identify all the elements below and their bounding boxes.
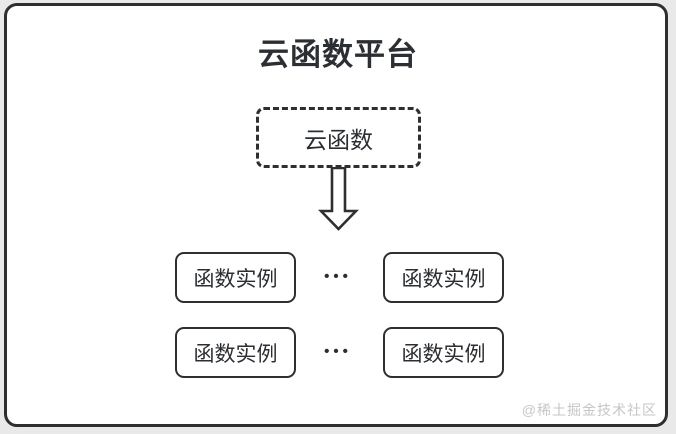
ellipsis-dots: ••• (324, 343, 352, 360)
cloud-function-label: 云函数 (304, 126, 373, 153)
function-instance-node: 函数实例 (383, 327, 504, 378)
function-instance-label: 函数实例 (401, 342, 486, 366)
ellipsis-dots: ••• (324, 268, 352, 285)
watermark-text: @稀土掘金技术社区 (521, 402, 657, 418)
function-instance-label: 函数实例 (193, 342, 278, 366)
cloud-function-node: 云函数 (256, 107, 421, 168)
function-instance-label: 函数实例 (401, 267, 486, 291)
down-arrow-icon (317, 166, 360, 231)
function-instance-label: 函数实例 (193, 267, 278, 291)
function-instance-node: 函数实例 (383, 252, 504, 303)
function-instance-node: 函数实例 (175, 252, 296, 303)
diagram-title: 云函数平台 (258, 37, 418, 72)
function-instance-node: 函数实例 (175, 327, 296, 378)
